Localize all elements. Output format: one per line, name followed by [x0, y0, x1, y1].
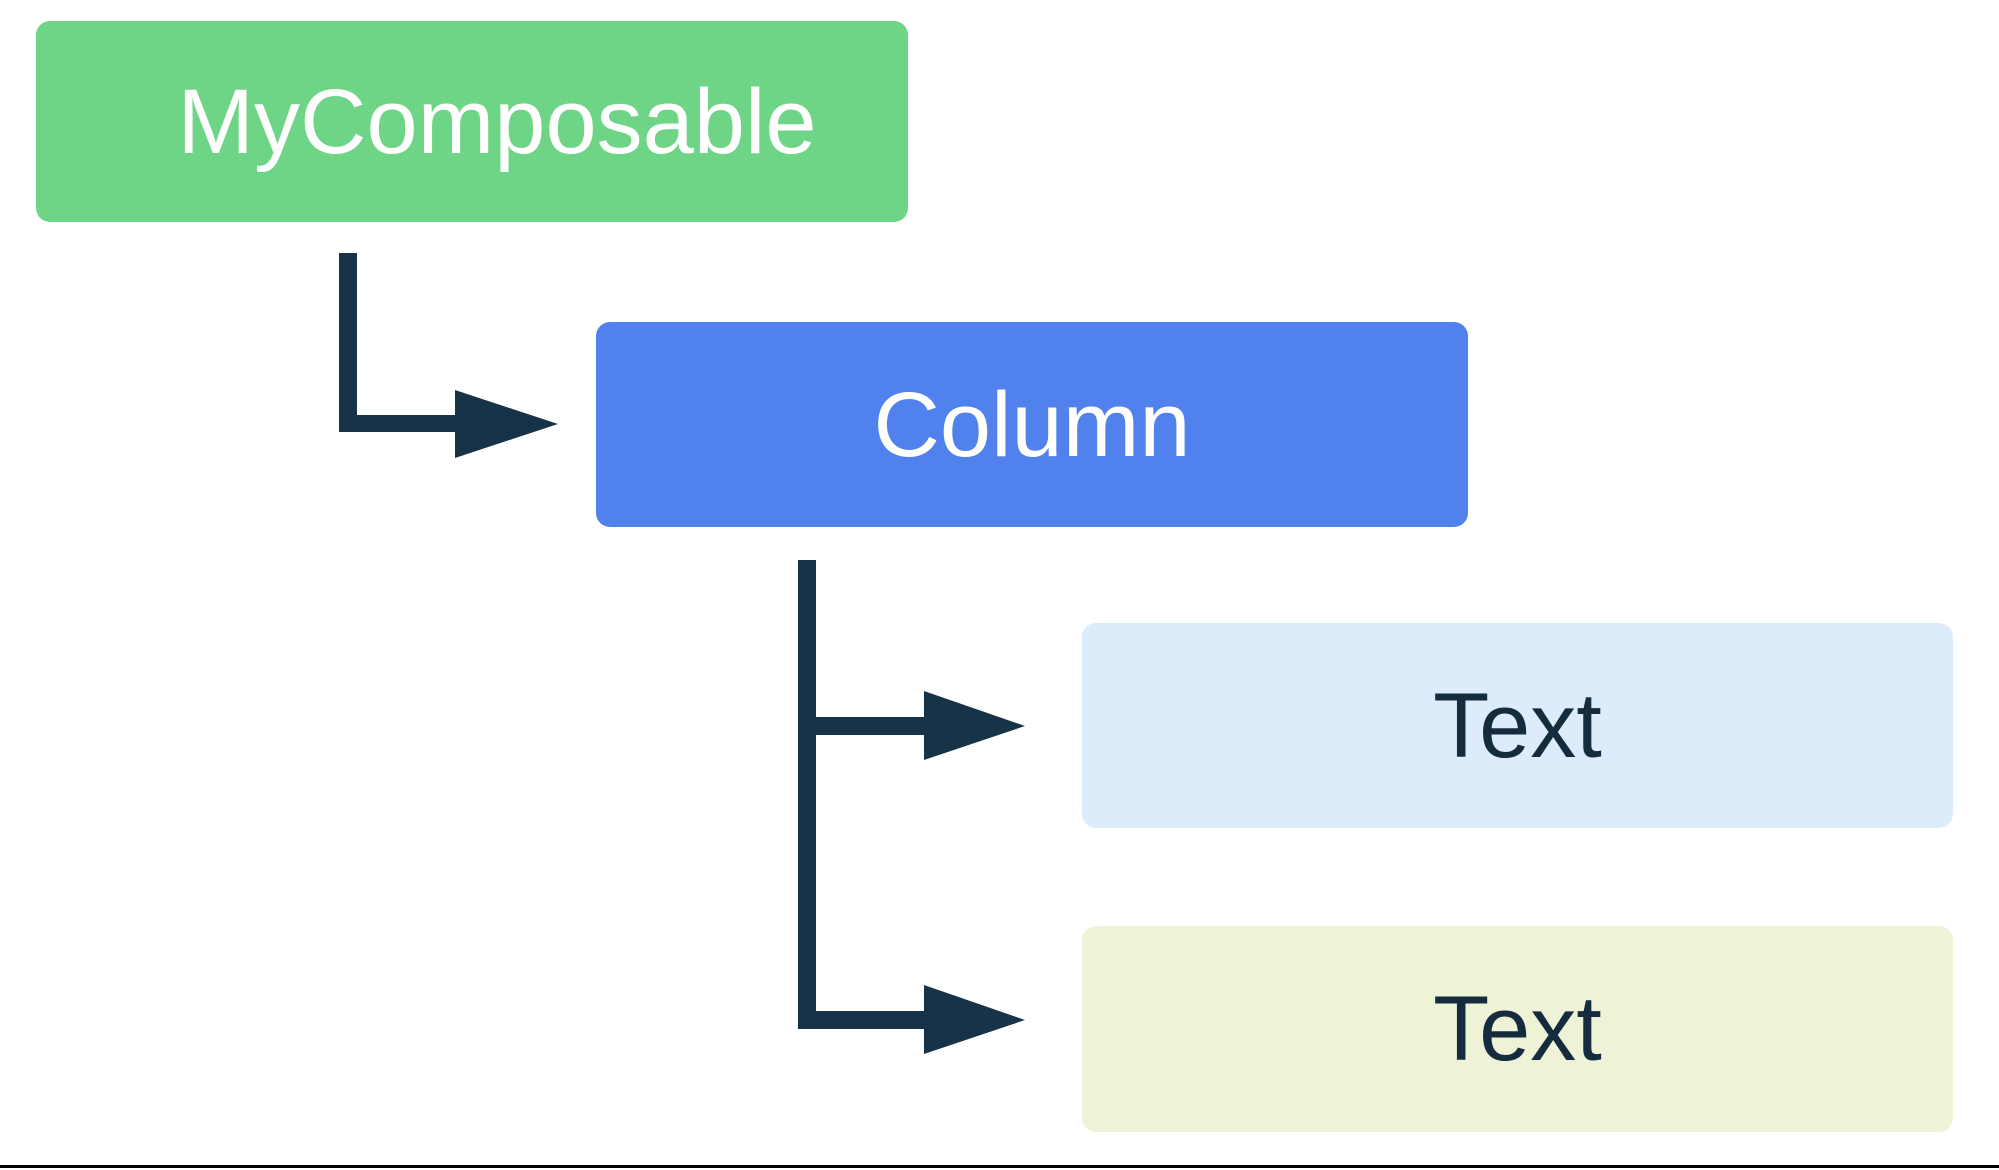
node-text-first[interactable]: Text	[1082, 623, 1953, 828]
node-label-text-second: Text	[1433, 978, 1602, 1080]
node-label-column: Column	[873, 373, 1191, 476]
edge-column-to-text2	[798, 726, 1025, 1054]
bottom-divider	[0, 1165, 1999, 1168]
node-label-text-first: Text	[1433, 674, 1602, 777]
node-text-second[interactable]: Text	[1082, 926, 1953, 1132]
edge-column-to-text1	[798, 560, 1025, 760]
node-my-composable[interactable]: MyComposable	[36, 21, 908, 222]
edge-root-to-column	[339, 253, 558, 458]
node-label-my-composable: MyComposable	[177, 70, 817, 173]
node-column[interactable]: Column	[596, 322, 1468, 527]
